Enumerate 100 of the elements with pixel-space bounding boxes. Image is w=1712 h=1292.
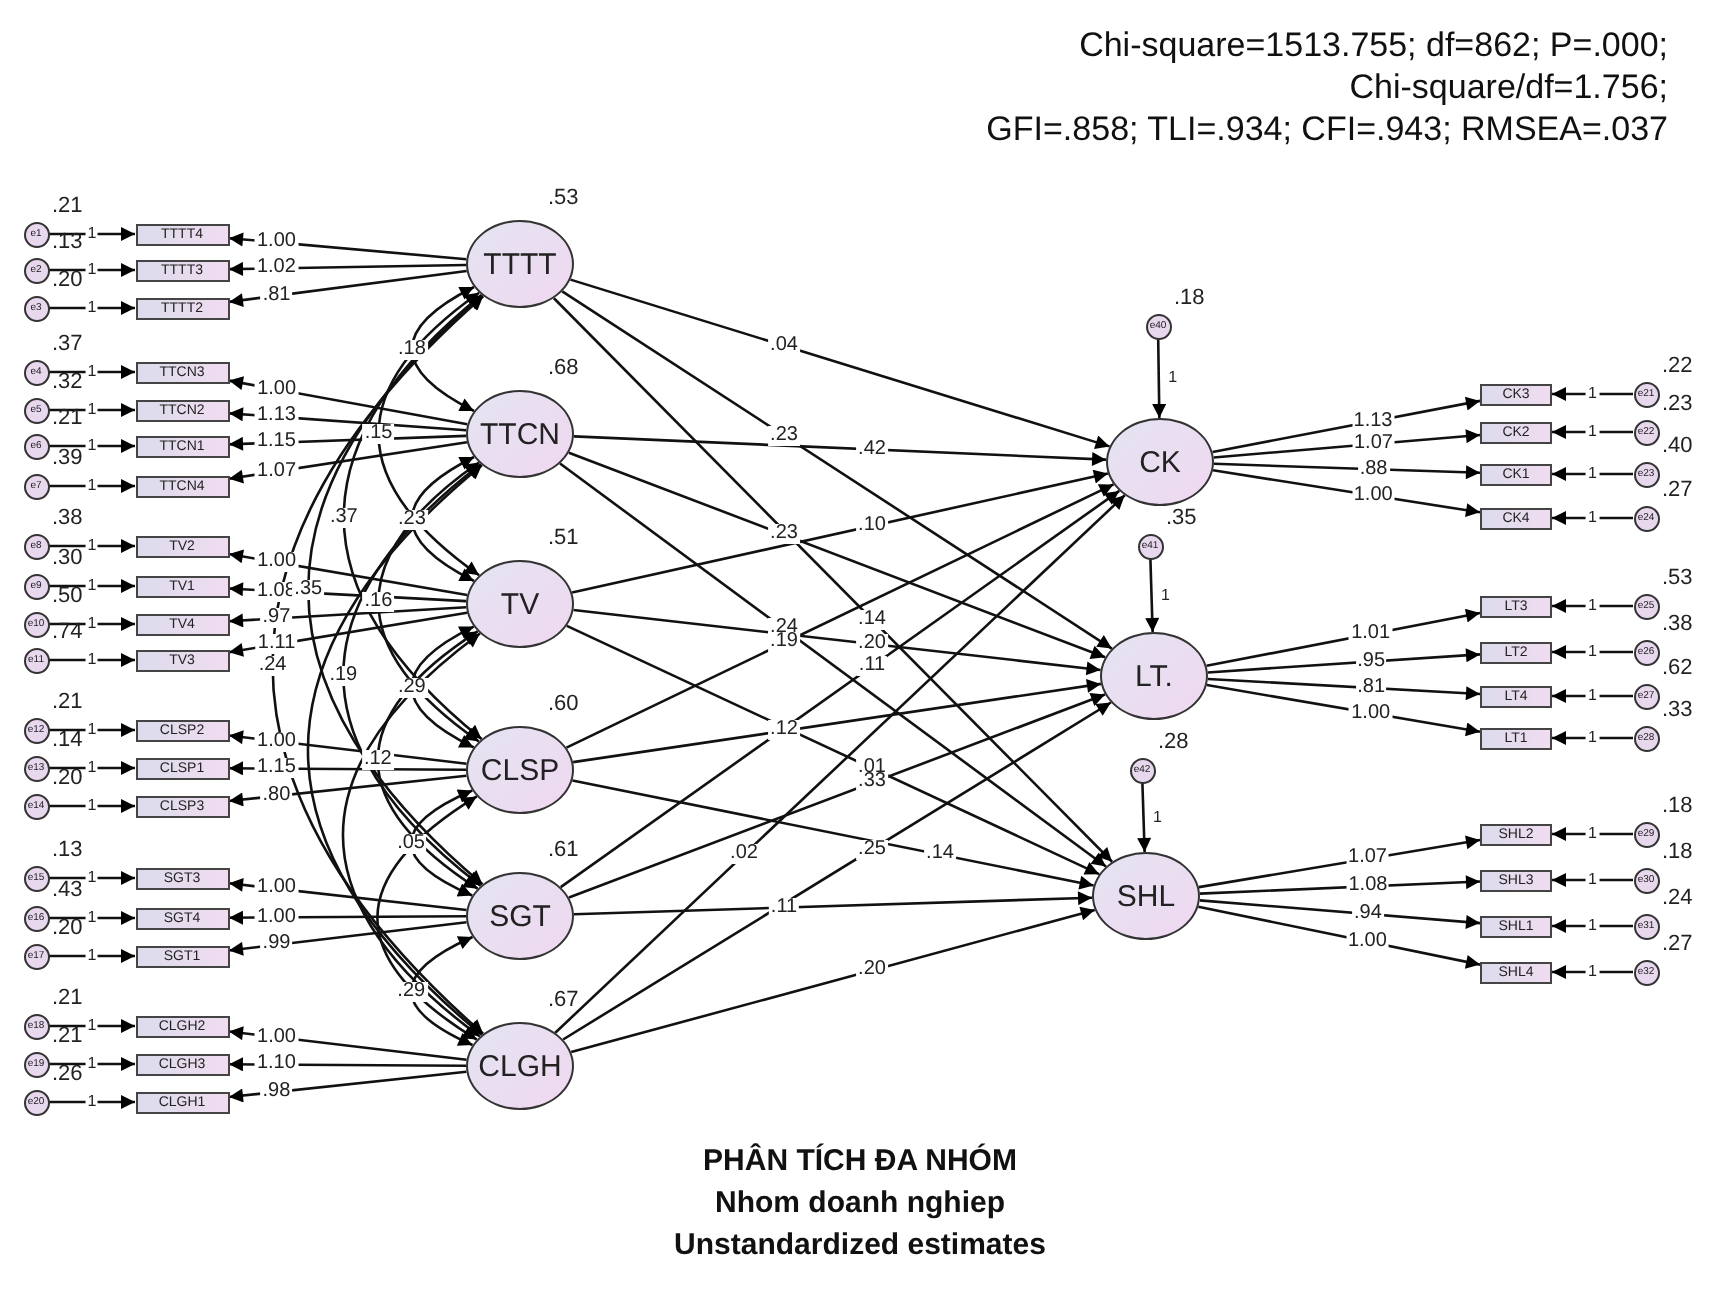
edge-label: 1 [1586, 510, 1599, 526]
arrow [228, 611, 468, 657]
arrow [1199, 875, 1481, 895]
arrow [228, 774, 467, 807]
arrow [49, 365, 135, 379]
edge-label: 1.15 [254, 758, 298, 779]
arrow [568, 692, 1106, 899]
arrow [1145, 558, 1160, 633]
variance-label: .40 [1662, 436, 1693, 458]
arrow [228, 921, 467, 956]
edge-label: 1 [85, 538, 99, 554]
title-text: PHÂN TÍCH ĐA NHÓM [703, 1146, 1017, 1176]
latent-variable-ellipse: CLSP [466, 726, 574, 814]
double-headed-arrow [377, 291, 480, 577]
edge-label: 1.13 [1351, 411, 1395, 432]
arrow [228, 440, 468, 484]
arrow [1552, 873, 1633, 887]
edge-label: 1.00 [254, 232, 298, 253]
arrow [228, 549, 468, 597]
edge-label: 1 [85, 300, 99, 316]
edge-label: 1 [1166, 370, 1180, 387]
double-headed-arrow [342, 463, 482, 887]
arrow [1552, 731, 1633, 745]
edge-label: 1.00 [255, 878, 298, 899]
arrow [1552, 919, 1633, 933]
edge-label: 1.08 [1346, 876, 1390, 897]
edge-label: .23 [768, 524, 800, 545]
edge-label: .99 [260, 934, 293, 955]
edge-label: 1.00 [255, 1027, 298, 1048]
arrow [571, 469, 1109, 594]
edge-label: .15 [362, 424, 395, 444]
edge-label: 1 [1586, 424, 1599, 440]
variance-label: .68 [548, 358, 579, 380]
arrow [568, 451, 1106, 659]
edge-label: .12 [768, 720, 800, 741]
arrow [573, 608, 1101, 676]
edge-label: 1 [85, 616, 99, 632]
arrow [1552, 467, 1633, 481]
arrow [573, 435, 1107, 466]
variance-label: .30 [52, 548, 83, 570]
arrow [229, 1057, 466, 1072]
edge-label: 1 [85, 948, 99, 964]
edge-label: 1.10 [254, 1054, 298, 1075]
edge-label: 1.00 [255, 731, 298, 752]
edge-label: 1 [1159, 587, 1172, 604]
arrow [570, 278, 1110, 449]
variance-label: .62 [1662, 658, 1693, 680]
arrow [572, 679, 1102, 764]
arrow [49, 1019, 135, 1033]
variance-label: .43 [52, 880, 83, 902]
edge-label: 1 [85, 1094, 99, 1110]
edge-label: 1 [1586, 598, 1599, 614]
latent-variable-ellipse: CLGH [466, 1022, 574, 1110]
edge-label: 1 [1586, 466, 1599, 482]
edge-label: .29 [395, 981, 428, 1001]
edge-label: .35 [292, 580, 325, 600]
arrow [49, 579, 135, 593]
arrow [1207, 677, 1481, 701]
variance-label: .74 [52, 622, 83, 644]
arrow [566, 624, 1100, 876]
variance-label: .53 [548, 188, 579, 210]
arrow [228, 877, 467, 912]
double-headed-arrow [410, 625, 475, 749]
variance-label: .37 [52, 334, 83, 356]
double-headed-arrow [410, 935, 474, 1047]
variance-label: .21 [52, 408, 83, 430]
edge-label: 1 [85, 722, 99, 738]
arrow [570, 906, 1096, 1054]
arrow [228, 232, 467, 261]
arrow [1212, 396, 1481, 454]
edge-label: .05 [395, 833, 427, 853]
edge-label: 1 [1586, 688, 1599, 704]
edge-label: .11 [856, 656, 888, 677]
variance-label: .61 [548, 840, 579, 862]
variance-label: .26 [52, 1064, 83, 1086]
edge-label: 1 [85, 652, 99, 668]
arrow [1199, 899, 1481, 929]
latent-variable-ellipse: TV [466, 560, 574, 648]
variance-label: .35 [1166, 508, 1197, 530]
double-headed-arrow [341, 632, 481, 1038]
fit-statistics-text: Chi-square/df=1.756; [1349, 70, 1668, 104]
edge-label: .29 [395, 677, 428, 697]
variance-label: .22 [1662, 356, 1693, 378]
edge-label: .37 [327, 507, 360, 527]
edge-label: 1 [1586, 826, 1599, 842]
arrow [561, 290, 1113, 650]
fit-statistics-text: Chi-square=1513.755; df=862; P=.000; [1079, 28, 1668, 62]
arrow [228, 730, 467, 765]
arrow [228, 1070, 467, 1103]
arrow [1213, 429, 1481, 459]
arrow [572, 779, 1094, 890]
edge-label: 1.11 [255, 634, 298, 655]
arrow [49, 911, 135, 925]
edge-label: 1.15 [254, 432, 298, 453]
variance-label: .39 [52, 448, 83, 470]
arrow [228, 1026, 467, 1061]
edge-label: 1 [1151, 809, 1164, 826]
latent-variable-ellipse: TTCN [466, 390, 574, 478]
edge-label: 1 [85, 760, 99, 776]
edge-label: 1 [85, 438, 99, 454]
